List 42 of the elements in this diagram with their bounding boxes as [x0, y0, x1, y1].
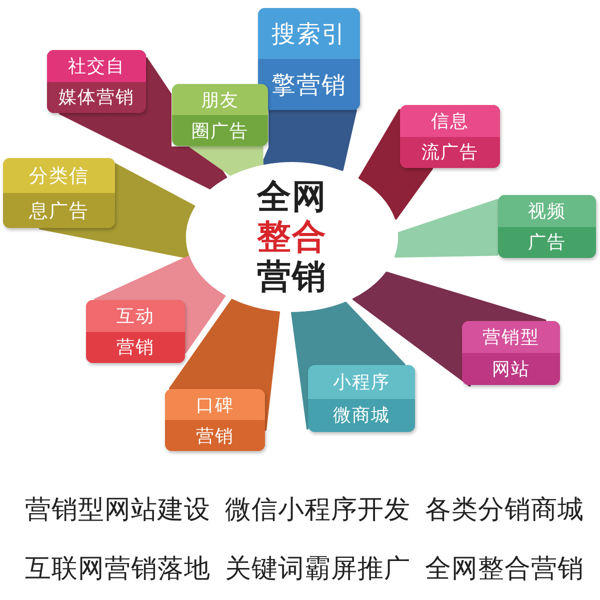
card-header-band: 口碑 [165, 389, 265, 420]
card-body-band: 微商城 [308, 398, 415, 432]
card-header-band: 小程序 [308, 365, 415, 398]
card-header-band: 分类信 [3, 158, 115, 193]
service-label: 营销型网站建设 [25, 494, 210, 527]
card-header-band: 营销型 [462, 321, 560, 353]
category-card [3, 158, 115, 228]
card-body-band: 息广告 [3, 193, 115, 228]
wedge-connector [394, 199, 498, 258]
card-body-band: 营销 [86, 332, 185, 363]
card-body-band: 擎营销 [258, 59, 360, 110]
service-label: 全网整合营销 [425, 553, 584, 586]
category-card [462, 321, 560, 385]
hub-title-line: 整合 [257, 217, 327, 257]
category-card [400, 105, 500, 168]
hub-title-line: 全网 [257, 177, 327, 217]
card-body-band: 流广告 [400, 136, 500, 168]
service-label: 微信小程序开发 [225, 494, 410, 527]
card-body-band: 媒体营销 [47, 82, 146, 113]
category-card [165, 389, 265, 451]
wedge-connector [262, 110, 357, 172]
card-header-band: 搜索引 [258, 8, 360, 59]
category-card [86, 300, 185, 363]
category-card [258, 8, 360, 110]
card-header-band: 朋友 [172, 84, 268, 115]
card-body-band: 圈广告 [172, 115, 268, 146]
card-body-band: 广告 [498, 226, 596, 258]
card-body-band: 网站 [462, 353, 560, 385]
card-body-band: 营销 [165, 420, 265, 451]
category-card [498, 195, 596, 258]
category-card [308, 365, 415, 432]
hub-title-line: 营销 [257, 257, 327, 297]
card-header-band: 视频 [498, 195, 596, 226]
category-card [47, 50, 146, 113]
wedge-connector [189, 146, 264, 176]
service-label: 关键词霸屏推广 [225, 553, 410, 586]
card-header-band: 信息 [400, 105, 500, 136]
service-label: 各类分销商城 [425, 494, 584, 527]
card-header-band: 互动 [86, 300, 185, 332]
card-header-band: 社交自 [47, 50, 146, 82]
category-card [172, 84, 268, 146]
service-label: 互联网营销落地 [25, 553, 210, 586]
